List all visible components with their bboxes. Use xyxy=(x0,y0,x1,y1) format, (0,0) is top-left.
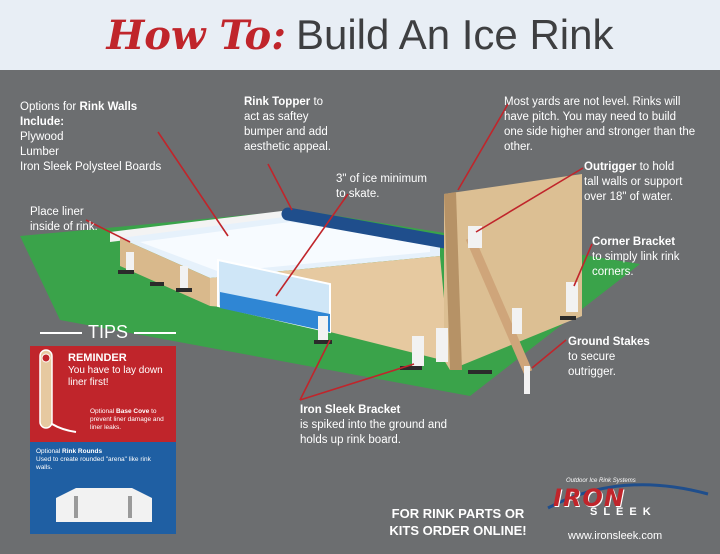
rounds-note: Optional Rink Rounds Used to create roun… xyxy=(36,448,166,472)
rounds-seam xyxy=(128,496,132,518)
liner-line: Place liner xyxy=(30,206,84,218)
corner-line: to simply link rink xyxy=(592,251,680,263)
header-banner: How To: Build An Ice Rink xyxy=(0,0,720,70)
ice-line: 3" of ice minimum xyxy=(336,173,427,185)
title-script: How To: xyxy=(106,11,286,59)
label-rink-topper: Rink Topper to act as saftey bumper and … xyxy=(244,95,331,155)
reminder-pin-icon xyxy=(41,353,51,363)
label-corner-bracket: Corner Bracket to simply link rink corne… xyxy=(592,235,680,280)
stakes-bold: Ground Stakes xyxy=(568,336,650,348)
walls-bold: Rink Walls xyxy=(79,101,138,113)
cove-bold: Base Cove xyxy=(116,408,150,415)
rounds-text: Used to create rounded "arena" like rink… xyxy=(36,456,151,471)
topper-line: aesthetic appeal. xyxy=(244,141,331,153)
reminder-text: You have to lay down liner first! xyxy=(68,365,163,388)
label-ground-stakes: Ground Stakes to secure outrigger. xyxy=(568,335,650,380)
logo-tagline: Outdoor Ice Rink Systems xyxy=(566,478,636,484)
outrigger-line: over 18" of water. xyxy=(584,191,674,203)
ice-depth-water xyxy=(220,292,330,332)
order-line: FOR RINK PARTS OR xyxy=(391,506,525,521)
tips-rule-right xyxy=(134,331,177,334)
rounds-bold: Rink Rounds xyxy=(62,448,103,455)
bracket-line: holds up rink board. xyxy=(300,434,402,446)
yards-line: have pitch. You may need to build xyxy=(504,111,676,123)
tall-wall xyxy=(444,174,582,370)
label-ice-depth: 3" of ice minimum to skate. xyxy=(336,172,427,202)
outrigger-bold: Outrigger xyxy=(584,161,637,173)
rink-rounds-shape xyxy=(56,488,152,522)
walls-include: Include: xyxy=(20,116,65,128)
stakes-line: outrigger. xyxy=(568,366,616,378)
yards-line: other. xyxy=(504,141,533,153)
ground-stake-post xyxy=(524,366,530,394)
walls-option: Iron Sleek Polysteel Boards xyxy=(20,161,162,173)
topper-rest: to xyxy=(313,96,324,108)
order-online-cta: FOR RINK PARTS OR KITS ORDER ONLINE! xyxy=(373,505,543,539)
leader-lines xyxy=(85,103,593,401)
logo-swoosh xyxy=(547,483,709,510)
outrigger-brace xyxy=(465,236,533,374)
walls-option: Lumber xyxy=(20,146,59,158)
rink-illustration xyxy=(20,103,709,526)
website-url[interactable]: www.ironsleek.com xyxy=(568,530,663,542)
rounds-seam xyxy=(74,496,78,518)
page-title: Build An Ice Rink xyxy=(295,11,614,58)
rink-topper-tube xyxy=(281,207,452,249)
ice-sheen xyxy=(140,222,430,272)
topper-bold: Rink Topper xyxy=(244,96,311,108)
outrigger-rest: to hold xyxy=(639,161,675,173)
bracket-bold: Iron Sleek Bracket xyxy=(300,404,401,416)
cove-text: to prevent liner damage and liner leaks. xyxy=(90,408,164,431)
cove-prefix: Optional xyxy=(90,408,115,415)
tall-wall-edge xyxy=(444,192,462,370)
tip-illustrations xyxy=(39,349,152,522)
iron-sleek-brackets xyxy=(126,252,522,366)
walls-intro: Options for xyxy=(20,101,77,113)
topper-line: bumper and add xyxy=(244,126,328,138)
tips-heading: TIPS xyxy=(40,322,177,343)
base-cove-board xyxy=(39,349,53,429)
rounds-prefix: Optional xyxy=(36,448,61,455)
yards-line: Most yards are not level. Rinks will xyxy=(504,96,681,108)
tips-rule-left xyxy=(40,331,82,334)
ground-stakes xyxy=(118,270,576,374)
walls-option: Plywood xyxy=(20,131,64,143)
tips-title: TIPS xyxy=(88,322,129,342)
stakes-line: to secure xyxy=(568,351,616,363)
outrigger-bracket xyxy=(468,226,482,248)
corner-line: corners. xyxy=(592,266,634,278)
logo-iron: IRON xyxy=(553,484,625,512)
reminder-title: REMINDER xyxy=(68,352,127,364)
base-cove-curve xyxy=(51,423,77,433)
label-iron-sleek-bracket: Iron Sleek Bracket is spiked into the gr… xyxy=(300,403,447,448)
order-line: KITS ORDER ONLINE! xyxy=(389,523,527,538)
outrigger-line: tall walls or support xyxy=(584,176,683,188)
label-yards-pitch: Most yards are not level. Rinks will hav… xyxy=(504,95,695,155)
corner-bold: Corner Bracket xyxy=(592,236,676,248)
liner-line: inside of rink. xyxy=(30,221,98,233)
ice-line: to skate. xyxy=(336,188,380,200)
logo-sleek: SLEEK xyxy=(590,506,657,518)
yards-line: one side higher and stronger than the xyxy=(504,126,696,138)
label-liner: Place liner inside of rink. xyxy=(30,205,98,235)
base-cove-note: Optional Base Cove to prevent liner dama… xyxy=(90,408,174,432)
corner-bracket xyxy=(566,282,578,312)
label-rink-walls: Options for Rink Walls Include: Plywood … xyxy=(20,100,161,175)
topper-line: act as saftey xyxy=(244,111,309,123)
label-outrigger: Outrigger to hold tall walls or support … xyxy=(584,160,682,205)
bracket-line: is spiked into the ground and xyxy=(300,419,448,431)
